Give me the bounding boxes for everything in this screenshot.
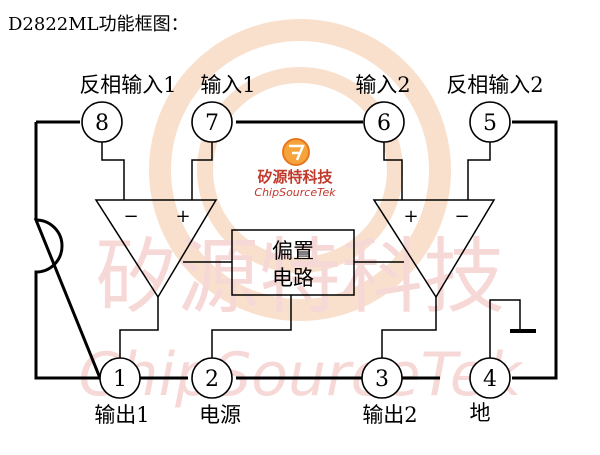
logo-mark-icon <box>289 144 305 161</box>
pin-5: 5 反相输入2 <box>446 73 544 143</box>
pin-6: 6 输入2 <box>355 73 411 143</box>
pin-5-label: 反相输入2 <box>446 73 543 97</box>
pin-7-label: 输入1 <box>200 73 255 97</box>
page-title: D2822ML功能框图： <box>8 14 189 35</box>
watermark-brand-en-big: ChipSourceTek <box>79 340 524 410</box>
amp-right-triangle <box>372 199 496 299</box>
pin-2: 2 电源 <box>191 357 241 427</box>
pin-5-number: 5 <box>483 111 497 136</box>
pin-1-number: 1 <box>113 367 127 392</box>
pin-7: 7 输入1 <box>191 73 256 143</box>
wire-pin7-plus <box>191 142 213 200</box>
pin-2-label: 电源 <box>199 403 241 427</box>
pin-6-label: 输入2 <box>355 73 410 97</box>
amp-left-minus: − <box>123 206 138 227</box>
pin-3: 3 输出2 <box>361 357 418 427</box>
bias-circuit-line2: 电路 <box>272 266 314 290</box>
pin-6-number: 6 <box>377 111 391 136</box>
amp-right-plus: + <box>403 206 418 227</box>
wire-pin8-minus <box>101 142 125 200</box>
amp-left-plus: + <box>175 206 190 227</box>
wires <box>101 142 521 358</box>
pin-8: 8 反相输入1 <box>79 73 177 143</box>
pin-4-number: 4 <box>483 367 497 392</box>
watermark-logo: 矽源特科技 ChipSourceTek <box>254 138 336 199</box>
wire-pin5-minus <box>467 142 491 200</box>
amp-right: + − <box>372 199 496 299</box>
wire-bias-pin2 <box>211 295 292 358</box>
amp-left: − + <box>94 199 218 299</box>
wire-amp-right-pin3 <box>381 297 437 358</box>
pin-4: 4 地 <box>469 357 511 425</box>
watermark-ring-inner <box>197 67 403 273</box>
pin-4-label: 地 <box>470 401 491 425</box>
pin-3-number: 3 <box>375 367 389 392</box>
wire-amp-left-pin1 <box>119 297 159 358</box>
chip-outline <box>33 120 558 380</box>
logo-brand-cn: 矽源特科技 <box>257 168 333 186</box>
amp-left-triangle <box>94 199 218 299</box>
pin-2-number: 2 <box>205 367 219 392</box>
bias-circuit-line1: 偏置 <box>272 239 314 263</box>
watermark-ring-outer <box>149 19 451 321</box>
logo-brand-en: ChipSourceTek <box>254 186 336 199</box>
pin-1-label: 输出1 <box>94 403 149 427</box>
pin-8-label: 反相输入1 <box>79 73 176 97</box>
wire-pin6-plus <box>383 142 403 200</box>
wire-pin4-ground <box>489 299 521 358</box>
pin-1: 1 输出1 <box>94 357 150 427</box>
amp-right-minus: − <box>454 206 469 227</box>
pin-7-number: 7 <box>205 111 219 136</box>
pin-3-label: 输出2 <box>362 403 417 427</box>
pin-8-number: 8 <box>95 111 109 136</box>
